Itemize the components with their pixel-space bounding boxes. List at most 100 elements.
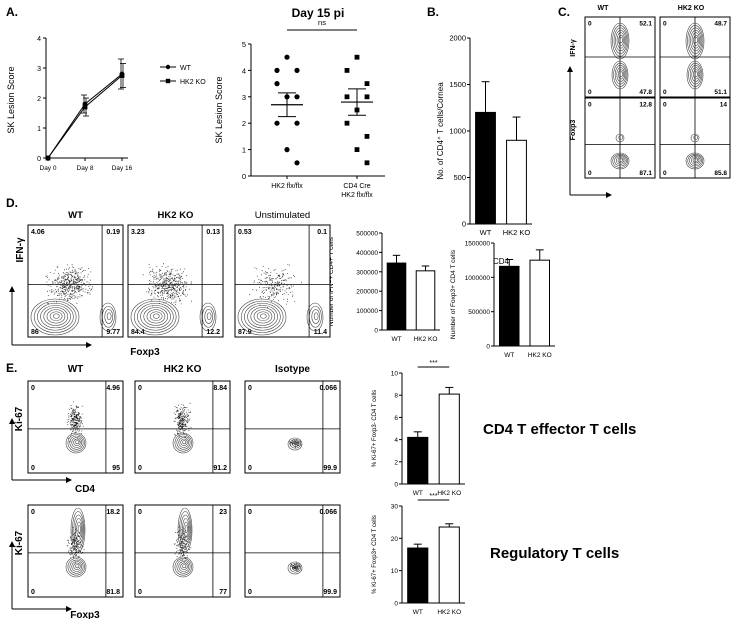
arrow-head [66,606,72,612]
quadrant-value-tr: 8.84 [213,385,227,392]
data-point [294,160,300,166]
contour-line [73,438,81,446]
quadrant-value-bl: 84.4 [131,329,145,336]
y-tick-label: 0 [394,601,398,608]
contour-line [37,302,74,331]
data-point [45,155,51,161]
bar [438,526,460,604]
col-header: Unstimulated [255,210,310,221]
contour-line [618,69,624,80]
quadrant-value-bl: 0 [663,89,667,96]
quadrant-value-br: 47.8 [639,89,652,96]
y-axis-label: Ki-67 [14,406,25,431]
x-tick-label: CD4 Cre [343,183,370,190]
contour-line [289,562,301,573]
quadrant-value-tl: 0 [663,21,667,28]
contour-line [69,435,84,450]
contour-line [180,562,188,570]
data-point [364,134,370,139]
y-tick-label: 2 [242,119,246,128]
contour-line [65,556,87,578]
contour-line [77,525,81,534]
quadrant-value-tr: 48.7 [714,21,727,28]
x-tick-label: WT [391,336,401,343]
y-axis-label: % Ki-67+ Foxp3+ CD4 T cells [372,515,378,594]
y-tick-label: 200000 [356,289,378,296]
contour-line [102,305,115,328]
quadrant-value-tl: 0 [663,102,667,109]
dot-cloud [66,401,84,443]
bar [506,139,527,225]
contour-line [694,158,699,162]
regulatory-label: Regulatory T cells [490,545,620,562]
x-axis-label: Foxp3 [70,610,100,619]
contour-line [287,437,303,451]
dot-cloud [249,264,302,308]
col-header: WT [68,210,83,221]
y-tick-label: 0 [242,172,246,181]
x-tick-label: WT [413,490,423,497]
quadrant-value-bl: 0 [31,589,35,596]
quadrant-value-tl: 0 [588,102,592,109]
legend-marker [165,78,171,84]
significance-label: *** [429,360,437,367]
contour-line [685,152,705,170]
contour-line [686,60,704,90]
contour-line [685,22,705,60]
y-tick-label: 1 [37,126,41,133]
contour-line [610,152,630,170]
contour-line [614,65,627,85]
contour-line [690,156,701,165]
contour-line [693,69,699,80]
contour-line [130,298,180,336]
y-tick-label: 0 [37,156,41,163]
bar [475,111,496,225]
quadrant-value-tl: 0.53 [238,229,252,236]
data-point [284,54,290,60]
contour-line [70,507,86,553]
contour-line [237,298,287,336]
contour-line [75,440,80,445]
quadrant-value-tr: 0.066 [319,385,337,392]
arrow-head [9,541,15,547]
quadrant-value-tl: 3.23 [131,229,145,236]
quadrant-value-br: 99.9 [323,465,337,472]
contour-line [180,514,191,545]
bar [438,393,460,485]
contour-line [693,34,699,46]
quadrant-value-br: 99.9 [323,589,337,596]
significance-label: ns [318,18,326,27]
contour-line [67,434,85,452]
quadrant-value-tl: 0 [248,385,252,392]
y-axis-label: % Ki-67+ Foxp3- CD4 T cells [372,390,378,467]
x-tick-label: HK2 KO [437,490,461,497]
contour-line [244,302,281,331]
contour-line [619,71,623,77]
contour-line [99,302,117,332]
contour-line [184,525,188,534]
quadrant-value-bl: 0 [138,465,142,472]
y-tick-label: 2 [394,459,398,466]
quadrant-value-bl: 0 [138,589,142,596]
contour-line [67,558,85,576]
contour-line [311,309,321,324]
contour-line [247,305,278,329]
flow-plot [244,504,341,598]
panel-label-e: E. [6,361,17,375]
legend-marker [165,64,171,70]
y-tick-label: 1 [242,146,246,155]
contour-line [690,133,700,143]
contour-line [693,135,699,140]
contour-line [260,313,267,319]
y-tick-label: 1000 [449,127,466,136]
contour-line [691,67,701,82]
quadrant-value-br: 85.8 [714,170,727,177]
contour-line [69,559,84,574]
x-tick-label: WT [504,352,514,359]
contour-line [613,27,628,54]
contour-line [46,309,66,324]
y-tick-label: 500000 [468,309,490,316]
bar [386,262,407,331]
contour-line [177,507,193,553]
